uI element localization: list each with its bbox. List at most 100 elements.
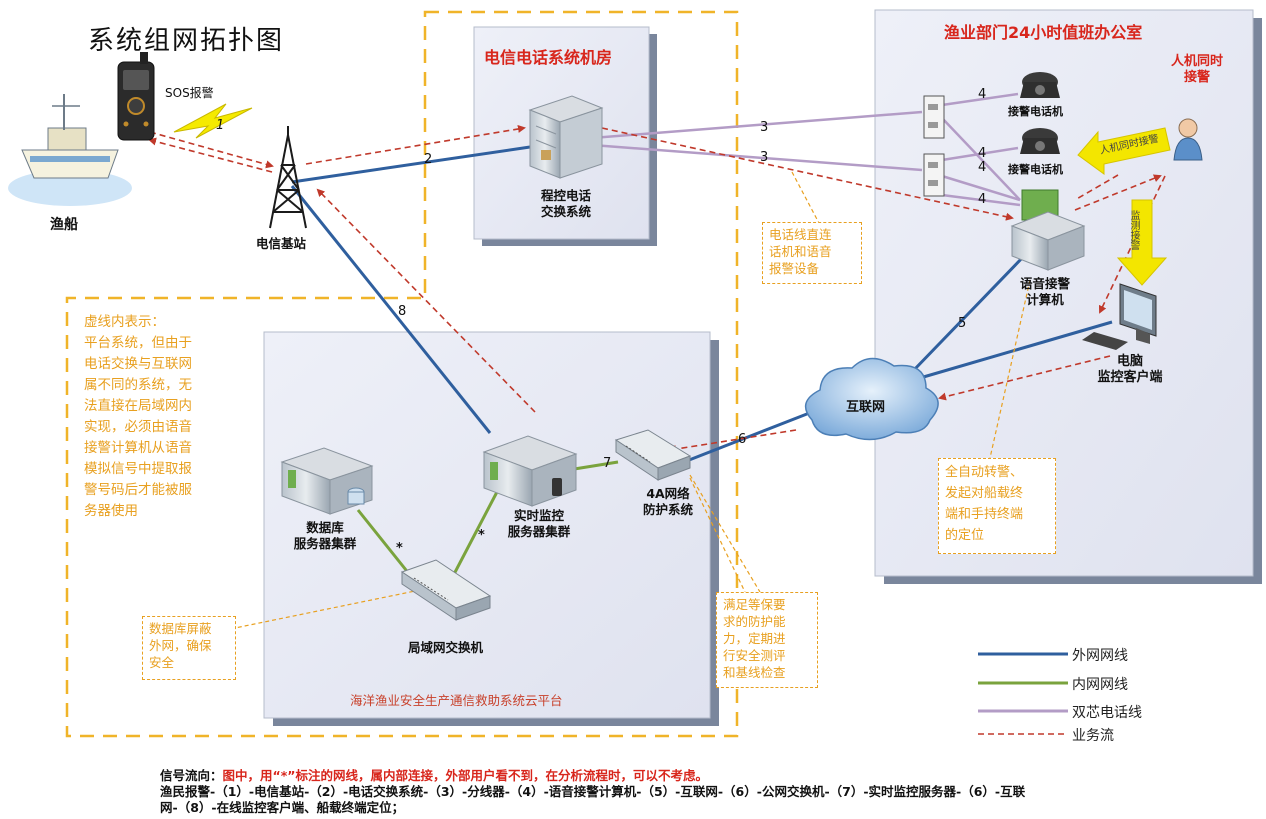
legend-internal: 内网网线: [1072, 677, 1128, 693]
edge-label-8: 8: [398, 304, 407, 319]
note-line: 端和手持终端: [945, 507, 1024, 522]
database-server-cluster-icon: [280, 447, 374, 515]
pbx-label-line: 程控电话: [540, 188, 591, 203]
monitor-server-cluster-icon: [482, 435, 578, 507]
note-line: 平台系统，但由于: [84, 335, 192, 351]
lan-switch-label: 局域网交换机: [408, 640, 484, 655]
edge-label-5: 5: [958, 316, 967, 331]
cloud-platform-label: 海洋渔业安全生产通信救助系统云平台: [350, 693, 563, 708]
yellow-arrow-down-label: 监测接警: [1128, 210, 1139, 250]
edge-label-star-2: *: [478, 528, 485, 543]
footer-red-text: 图中，用“*”标注的网线，属内部连接，外部用户看不到，在分析流程时，可以不考虑。: [222, 768, 708, 783]
note-line: 全自动转警、: [945, 465, 1024, 480]
dashed-platform-region: [65, 10, 739, 738]
note-line: 发起对船载终: [945, 486, 1024, 501]
monitor-cluster-label: 实时监控 服务器集群: [494, 508, 584, 540]
note-line: 务器使用: [84, 503, 138, 519]
note-line: 虚线内表示：: [84, 314, 165, 330]
pc-client-line: 电脑: [1116, 354, 1143, 369]
diagram-title: 系统组网拓扑图: [88, 26, 285, 56]
edge-label-3a: 3: [760, 120, 769, 135]
footer-prefix: 信号流向：: [160, 768, 223, 783]
splitter-icon: [923, 95, 945, 139]
note-line: 行安全测评: [723, 648, 786, 663]
edge-label-6: 6: [738, 432, 747, 447]
external-lines: [290, 145, 1113, 464]
protection-note: 满足等保要 求的防护能 力，定期进 行安全测评 和基线检查: [716, 592, 818, 688]
note-line: 接警计算机从语音: [84, 440, 192, 456]
note-line: 警号码后才能被服: [84, 482, 192, 498]
edge-label-4b: 4: [978, 146, 987, 161]
tower-icon: [269, 126, 307, 229]
base-station-label: 电信基站: [256, 236, 307, 251]
edge-label-4a: 4: [978, 87, 987, 102]
edge-label-1: 1: [216, 118, 225, 133]
boat-icon: [8, 94, 132, 206]
legend: [978, 652, 1068, 735]
phone-lines: [591, 92, 1021, 207]
note-line: 法直接在局域网内: [84, 398, 192, 414]
pbx-label-line: 交换系统: [540, 204, 591, 219]
note-line: 电话线直连: [769, 227, 832, 242]
edge-label-4d: 4: [978, 192, 987, 207]
human-machine-line: 接警: [1183, 70, 1210, 85]
yellow-arrow-down: [1116, 199, 1168, 286]
telephone-icon: [1020, 72, 1060, 98]
note-line: 数据库屏蔽: [149, 621, 212, 636]
db-cluster-label: 数据库 服务器集群: [280, 520, 370, 552]
monitor-cluster-line: 实时监控: [513, 508, 564, 523]
exchange-room-title: 电信电话系统机房: [484, 48, 613, 67]
legend-external: 外网网线: [1072, 648, 1128, 664]
db-shield-note: 数据库屏蔽 外网，确保 安全: [142, 616, 236, 680]
note-line: 属不同的系统，无: [84, 377, 192, 393]
footer-line-1: 信号流向：图中，用“*”标注的网线，属内部连接，外部用户看不到，在分析流程时，可…: [160, 768, 708, 784]
db-cluster-line: 数据库: [306, 520, 344, 535]
note-line: 求的防护能: [723, 614, 786, 629]
note-line: 满足等保要: [723, 597, 786, 612]
handheld-terminal-icon: [117, 52, 155, 141]
note-line: 电话交换与互联网: [84, 356, 192, 372]
footer-line-3: 网-（8）-在线监控客户端、船载终端定位；: [160, 800, 405, 815]
office-title: 渔业部门24小时值班办公室: [944, 23, 1143, 42]
db-cluster-line: 服务器集群: [293, 536, 357, 551]
note-line: 力，定期进: [723, 631, 786, 646]
sos-label: SOS报警: [165, 86, 214, 100]
splitter-icon: [923, 153, 945, 197]
pc-client-line: 监控客户端: [1097, 370, 1163, 385]
signal-lightning-icon: [173, 103, 253, 139]
note-line: 和基线检查: [723, 665, 786, 680]
firewall-label: 4A网络 防护系统: [628, 486, 708, 518]
phone1-label: 接警电话机: [1008, 105, 1063, 118]
telephone-icon: [1020, 128, 1060, 154]
legend-flow: 业务流: [1072, 728, 1114, 744]
edge-label-star-1: *: [396, 541, 403, 556]
note-line: 话机和语音: [769, 244, 832, 259]
pbx-label: 程控电话 交换系统: [526, 188, 606, 220]
note-line: 报警设备: [769, 261, 820, 276]
edge-label-7: 7: [603, 456, 612, 471]
firewall-line: 防护系统: [642, 502, 693, 517]
note-line: 安全: [149, 655, 175, 670]
note-line: 实现，必须由语音: [84, 419, 192, 435]
voice-pc-label: 语音接警 计算机: [1010, 276, 1080, 308]
yellow-arrow-left: [1077, 127, 1171, 175]
voice-alarm-computer-icon: [1010, 189, 1086, 271]
firewall-switch-icon: [614, 429, 692, 481]
dashed-area-note: 虚线内表示： 平台系统，但由于 电话交换与互联网 属不同的系统，无 法直接在局域…: [84, 312, 244, 522]
edge-label-2: 2: [424, 152, 433, 167]
edge-label-3b: 3: [760, 150, 769, 165]
edge-label-4c: 4: [978, 160, 987, 175]
pbx-server-icon: [528, 95, 604, 179]
note-line: 模拟信号中提取报: [84, 461, 192, 477]
footer-line-2: 渔民报警-（1）-电信基站-（2）-电话交换系统-（3）-分线器-（4）-语音接…: [160, 784, 1026, 799]
note-line: 外网，确保: [149, 638, 212, 653]
callout-lines: [234, 171, 1031, 629]
note-line: 的定位: [945, 528, 985, 543]
fishing-boat-label: 渔船: [50, 217, 78, 233]
voice-pc-line: 语音接警: [1019, 276, 1070, 291]
monitor-cluster-line: 服务器集群: [507, 524, 571, 539]
cloud-platform-box: [263, 331, 719, 726]
legend-phone: 双芯电话线: [1072, 705, 1142, 721]
lan-switch-icon: [400, 559, 492, 621]
